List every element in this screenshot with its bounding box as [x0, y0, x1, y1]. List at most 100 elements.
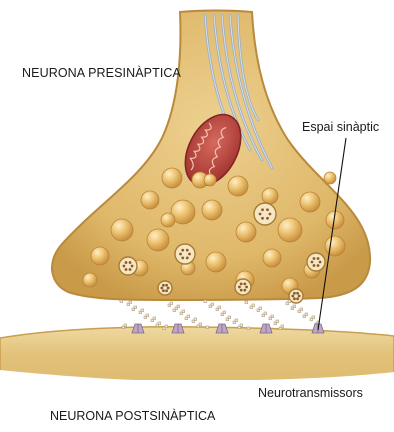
neurotransmitter — [235, 319, 238, 322]
vesicle-content-dot — [243, 289, 246, 292]
vesicle — [141, 191, 159, 209]
vesicle-content-dot — [311, 261, 314, 264]
neurotransmitter — [281, 325, 284, 328]
vesicle — [147, 229, 169, 251]
neurotransmitter — [194, 318, 197, 321]
neurotransmitter — [293, 305, 296, 308]
vesicle — [202, 200, 222, 220]
vesicle — [278, 218, 302, 242]
filled-vesicle — [235, 279, 251, 295]
neurotransmitter — [182, 310, 185, 313]
vesicle-content-dot — [293, 297, 296, 300]
neurotransmitter — [141, 309, 144, 312]
neurotransmitter — [245, 301, 248, 304]
vesicle-content-dot — [266, 208, 269, 211]
postsynaptic-label: NEURONA POSTSINÀPTICA — [50, 409, 215, 423]
neurotransmitter — [300, 308, 303, 311]
vesicle — [83, 273, 97, 287]
vesicle-content-dot — [291, 295, 294, 298]
neurotransmitter — [165, 325, 168, 328]
vesicle-content-dot — [167, 287, 170, 290]
vesicle-content-dot — [160, 287, 163, 290]
neurotransmitter — [288, 300, 291, 303]
neurotransmitter — [228, 316, 231, 319]
vesicle-content-dot — [162, 284, 165, 287]
neurotransmitter — [240, 324, 243, 327]
vesicle-content-dot — [125, 261, 128, 264]
vesicle-content-dot — [259, 213, 262, 216]
neurotransmitter — [177, 305, 180, 308]
vesicle-content-dot — [179, 253, 182, 256]
vesicle-content-dot — [296, 292, 299, 295]
vesicle-content-dot — [313, 257, 316, 260]
vesicle-content-dot — [129, 261, 132, 264]
vesicle-content-dot — [186, 249, 189, 252]
filled-vesicle — [119, 257, 137, 275]
vesicle — [162, 168, 182, 188]
filled-vesicle — [175, 244, 195, 264]
vesicle-content-dot — [269, 213, 272, 216]
neurotransmitter — [264, 312, 267, 315]
neurotransmitter — [312, 316, 315, 319]
vesicle — [91, 247, 109, 265]
neurotransmitters-label: Neurotransmissors — [258, 386, 363, 400]
vesicle-content-dot — [261, 208, 264, 211]
vesicle-content-dot — [240, 282, 243, 285]
vesicle-content-dot — [186, 256, 189, 259]
filled-vesicle — [307, 253, 325, 271]
vesicle-content-dot — [240, 289, 243, 292]
vesicle-content-dot — [245, 286, 248, 289]
neurotransmitter — [158, 322, 161, 325]
vesicle — [161, 213, 175, 227]
neurotransmitter — [199, 323, 202, 326]
vesicle-content-dot — [188, 253, 191, 256]
vesicle-content-dot — [238, 286, 241, 289]
neurotransmitter — [259, 307, 262, 310]
neurotransmitter — [146, 314, 149, 317]
vesicle — [228, 176, 248, 196]
vesicle-content-dot — [165, 284, 168, 287]
neurotransmitter — [187, 315, 190, 318]
vesicle — [325, 236, 345, 256]
neurotransmitter — [211, 303, 214, 306]
neurotransmitter — [305, 313, 308, 316]
neurotransmitter — [218, 306, 221, 309]
neurotransmitter — [124, 324, 127, 327]
vesicle — [324, 172, 336, 184]
vesicle — [206, 252, 226, 272]
neurotransmitter — [170, 302, 173, 305]
neurotransmitter — [247, 327, 250, 330]
vesicle — [263, 249, 281, 267]
synaptic-space-label: Espai sinàptic — [302, 120, 379, 134]
vesicle-content-dot — [129, 268, 132, 271]
receptor — [132, 324, 144, 333]
filled-vesicle — [254, 203, 276, 225]
neurotransmitter — [276, 320, 279, 323]
vesicle — [262, 188, 278, 204]
presynaptic-label: NEURONA PRESINÀPTICA — [22, 66, 181, 80]
vesicle-content-dot — [181, 249, 184, 252]
vesicle-content-dot — [131, 265, 134, 268]
vesicle-content-dot — [313, 264, 316, 267]
vesicle-content-dot — [123, 265, 126, 268]
vesicle-content-dot — [181, 256, 184, 259]
neurotransmitter — [271, 315, 274, 318]
neurotransmitter — [153, 317, 156, 320]
vesicle-content-dot — [298, 295, 301, 298]
vesicle-content-dot — [162, 289, 165, 292]
vesicle-content-dot — [293, 292, 296, 295]
filled-vesicle — [289, 289, 303, 303]
vesicle-content-dot — [317, 264, 320, 267]
neurotransmitter — [120, 300, 123, 303]
vesicle-content-dot — [261, 217, 264, 220]
receptor — [216, 324, 228, 333]
vesicle-content-dot — [266, 217, 269, 220]
neurotransmitter — [129, 301, 132, 304]
vesicle-content-dot — [165, 289, 168, 292]
vesicle-content-dot — [317, 257, 320, 260]
neurotransmitter — [134, 306, 137, 309]
neurotransmitter — [204, 300, 207, 303]
receptor — [172, 324, 184, 333]
